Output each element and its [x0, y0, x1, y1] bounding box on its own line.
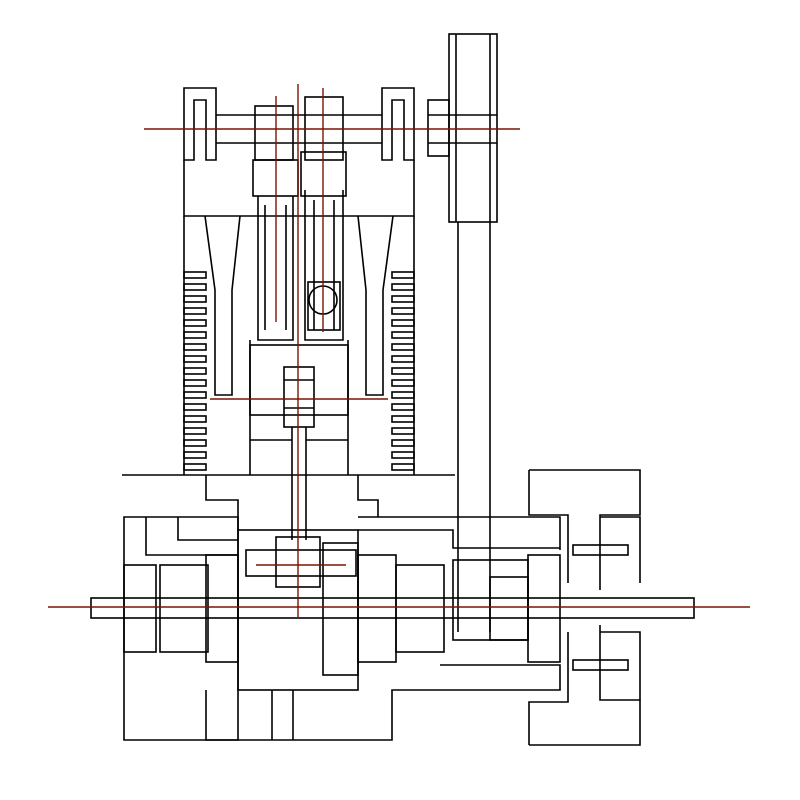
cooling-fin	[183, 403, 207, 411]
center-lines	[48, 84, 750, 617]
cooling-fin	[391, 271, 415, 279]
pulley-housing	[528, 469, 641, 746]
cooling-fin	[183, 427, 207, 435]
fin-set	[183, 271, 415, 471]
cooling-fin	[391, 415, 415, 423]
cooling-fin	[391, 367, 415, 375]
cooling-fin	[391, 319, 415, 327]
cooling-fin	[391, 451, 415, 459]
cooling-fin	[391, 355, 415, 363]
cooling-fin	[183, 439, 207, 447]
cooling-fin	[183, 355, 207, 363]
cooling-fin	[391, 295, 415, 303]
cooling-fin	[391, 379, 415, 387]
cooling-fin	[391, 307, 415, 315]
cooling-fin	[183, 379, 207, 387]
flywheel	[427, 33, 498, 223]
piston	[249, 340, 349, 540]
cooling-fin	[391, 391, 415, 399]
cooling-fin	[183, 331, 207, 339]
drive-belt	[457, 222, 491, 632]
cooling-fin	[183, 307, 207, 315]
cooling-fin	[183, 415, 207, 423]
cylinder-head	[183, 87, 415, 341]
cooling-fin	[183, 367, 207, 375]
cooling-fin	[183, 451, 207, 459]
cooling-fin	[391, 463, 415, 471]
cooling-fin	[391, 343, 415, 351]
crankcase	[123, 475, 561, 741]
crankshaft	[90, 597, 695, 619]
cooling-fin	[183, 271, 207, 279]
cooling-fin	[183, 319, 207, 327]
cooling-fin	[183, 391, 207, 399]
cooling-fin	[391, 283, 415, 291]
cooling-fin	[183, 463, 207, 471]
cooling-fin	[183, 343, 207, 351]
cooling-fin	[183, 283, 207, 291]
cooling-fin	[391, 427, 415, 435]
cooling-fin	[391, 403, 415, 411]
cooling-fin	[391, 439, 415, 447]
cooling-fin	[391, 331, 415, 339]
cooling-fin	[183, 295, 207, 303]
